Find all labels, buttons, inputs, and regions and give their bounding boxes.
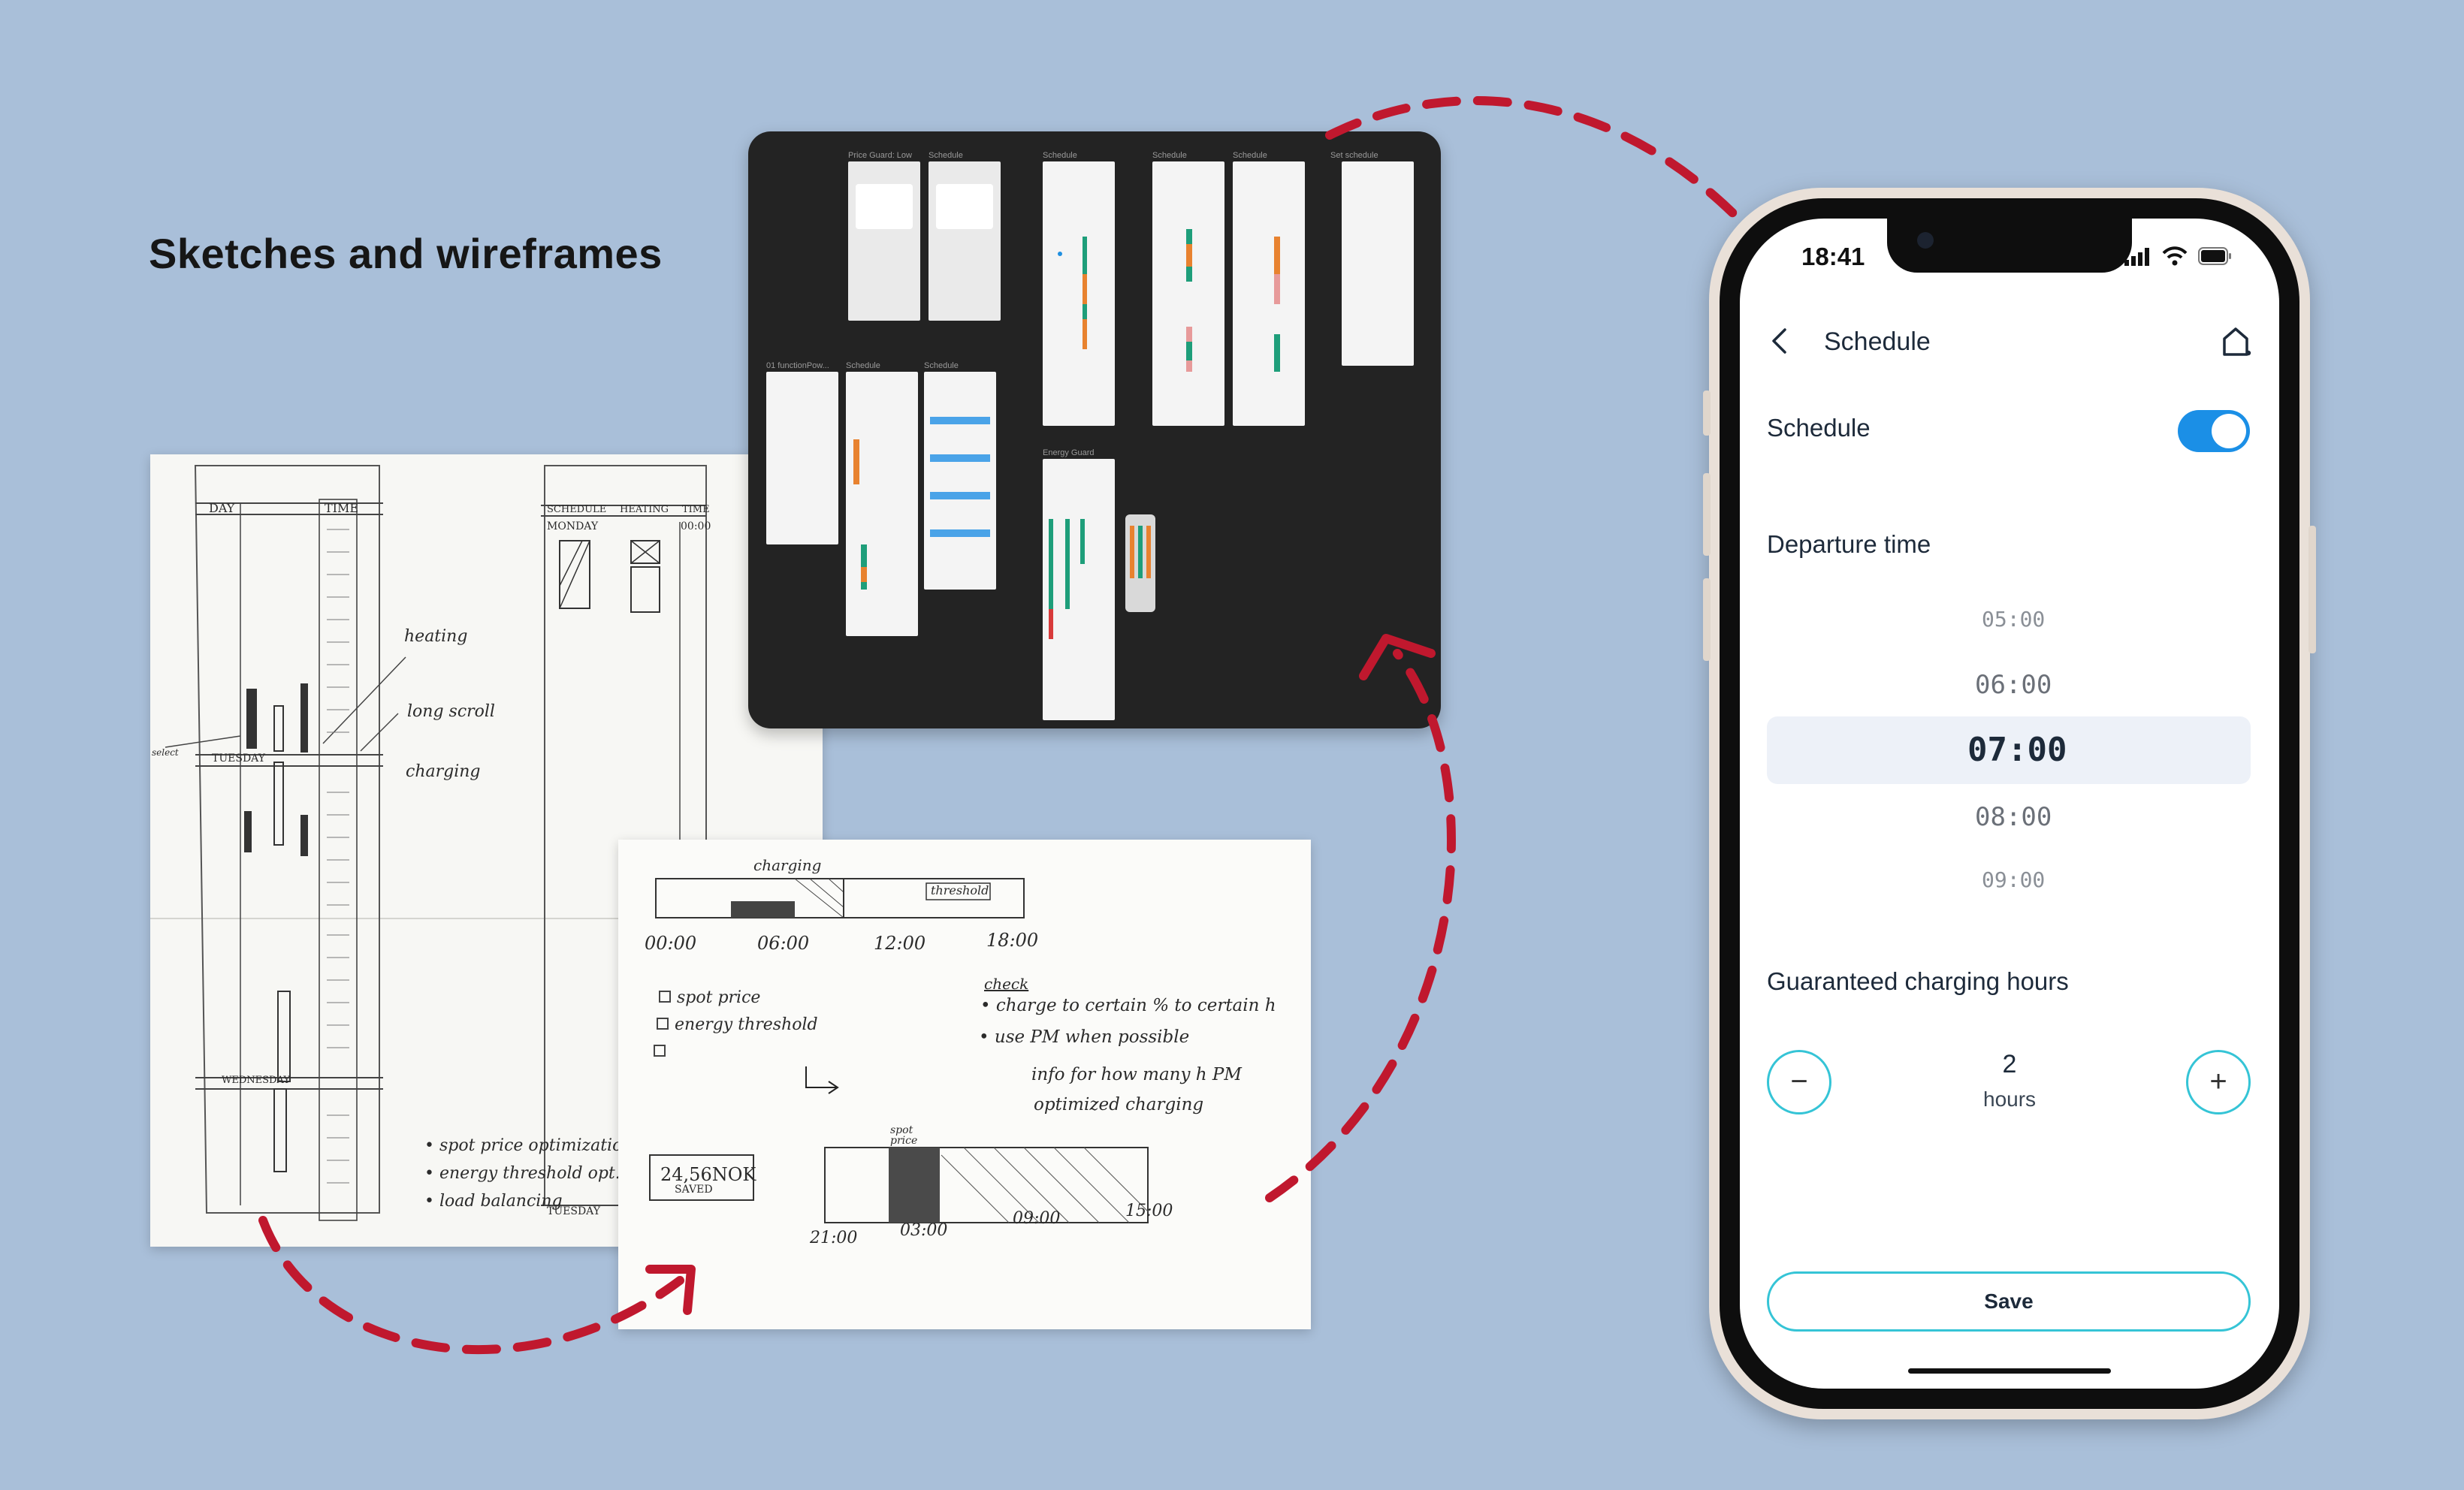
- sketch-saved-value: 24,56NOK: [660, 1164, 756, 1185]
- wireframe-price-guard: [848, 161, 920, 321]
- time-option-0600[interactable]: 06:00: [1975, 670, 2052, 700]
- hours-value: 2: [2002, 1050, 2017, 1078]
- wireframe-label: Energy Guard: [1043, 448, 1095, 457]
- sketch-note-left: select: [152, 747, 179, 758]
- sketch-check-line-4: optimized charging: [1034, 1095, 1204, 1114]
- phone-side-button: [1703, 391, 1711, 436]
- wireframe-schedule-6: [924, 372, 996, 590]
- wireframe-board: Price Guard: Low Schedule Schedule Sched…: [748, 131, 1441, 728]
- sketch-check-line-2: • use PM when possible: [979, 1027, 1190, 1047]
- sketch-top-charging: charging: [753, 856, 822, 874]
- sketch-right-col-time: TIME: [682, 504, 710, 515]
- save-button[interactable]: Save: [1767, 1271, 2251, 1332]
- time-selected-highlight: [1767, 716, 2251, 784]
- sketch-check-title: check: [984, 975, 1029, 993]
- wireframe-set-schedule: [1342, 161, 1414, 366]
- sketch-note-long-scroll: long scroll: [407, 702, 495, 721]
- page-title: Sketches and wireframes: [149, 230, 663, 277]
- phone-notch: [1887, 219, 2132, 273]
- sketch-col-day: DAY: [209, 501, 235, 515]
- sketch-col-time: TIME: [325, 501, 359, 515]
- sketch-note-heating: heating: [404, 627, 468, 646]
- wireframe-label: Schedule: [846, 361, 880, 370]
- wireframe-schedule-4: [1233, 161, 1305, 426]
- header-title: Schedule: [1824, 327, 1931, 356]
- schedule-toggle[interactable]: [2178, 410, 2250, 452]
- arrow-sketch-to-board: [1265, 649, 1456, 1202]
- sketch-charging-lines: [649, 878, 1149, 1223]
- wireframe-component: [1125, 514, 1155, 612]
- wireframe-function-power: [766, 372, 838, 544]
- wireframe-energy-guard: [1043, 459, 1115, 720]
- sketch-tick-top-0: 00:00: [645, 933, 697, 954]
- arrowhead-paper2: [645, 1265, 696, 1315]
- sketch-lines: [150, 465, 823, 1221]
- wireframe-schedule-2: [1043, 161, 1115, 426]
- home-indicator: [1908, 1368, 2111, 1374]
- home-icon[interactable]: [2221, 326, 2254, 357]
- phone-side-button: [1703, 578, 1711, 661]
- time-option-0900[interactable]: 09:00: [1982, 867, 2046, 892]
- sketch-paper-charging: charging threshold 00:00 06:00 12:00 18:…: [618, 840, 1311, 1329]
- sketch-checkbox-spot-price: spot price: [677, 988, 761, 1007]
- arrow-paper1-to-paper2: [258, 1216, 684, 1355]
- schedule-label: Schedule: [1767, 414, 1871, 442]
- sketch-tick-bottom-3: 15:00: [1125, 1202, 1173, 1220]
- sketch-check-line-3: info for how many h PM: [1031, 1065, 1242, 1084]
- sketch-right-col-schedule: SCHEDULE: [547, 504, 607, 515]
- hours-unit: hours: [1983, 1087, 2037, 1111]
- sketch-day-wednesday: WEDNESDAY: [222, 1075, 290, 1086]
- wifi-icon: [2162, 246, 2188, 266]
- sketch-bullet-2: • energy threshold opt.: [424, 1164, 621, 1183]
- sketch-tick-top-3: 18:00: [986, 930, 1039, 951]
- wireframe-label: Schedule: [1152, 151, 1187, 160]
- wireframe-label: 01 functionPow...: [766, 361, 829, 370]
- departure-label: Departure time: [1767, 530, 1931, 558]
- sketch-tick-bottom-2: 09:00: [1013, 1209, 1061, 1228]
- sketch-threshold: threshold: [931, 883, 989, 897]
- decrease-hours-button[interactable]: −: [1767, 1050, 1831, 1114]
- back-icon[interactable]: [1770, 327, 1788, 354]
- wireframe-label: Schedule: [1233, 151, 1267, 160]
- sketch-tick-top-1: 06:00: [757, 933, 810, 954]
- status-time: 18:41: [1801, 243, 1865, 270]
- sketch-right-col-heating: HEATING: [620, 504, 669, 515]
- time-option-0800[interactable]: 08:00: [1975, 802, 2052, 832]
- wireframe-label: Price Guard: Low: [848, 151, 912, 160]
- sketch-note-charging: charging: [406, 762, 481, 781]
- phone-side-button: [2308, 526, 2316, 653]
- sketch-check-line-1: • charge to certain % to certain h: [980, 996, 1276, 1015]
- wireframe-label: Set schedule: [1330, 151, 1378, 160]
- sketch-right-day-tuesday: TUESDAY: [547, 1205, 600, 1217]
- wireframe-schedule-1: [929, 161, 1001, 321]
- wireframe-schedule-5: [846, 372, 918, 636]
- sketch-bullet-1: • spot price optimization: [424, 1136, 633, 1155]
- time-option-0500[interactable]: 05:00: [1982, 607, 2046, 632]
- sketch-bullet-3: • load balancing: [424, 1192, 563, 1211]
- wireframe-label: Schedule: [1043, 151, 1077, 160]
- arrowhead-board: [1359, 634, 1436, 680]
- sketch-right-day-monday: MONDAY: [547, 520, 599, 532]
- increase-hours-button[interactable]: +: [2186, 1050, 2251, 1114]
- sketch-spot-price: spot price: [890, 1124, 918, 1147]
- battery-icon: [2198, 247, 2231, 265]
- phone-side-button: [1703, 473, 1711, 556]
- sketch-tick-top-2: 12:00: [874, 933, 926, 954]
- charging-hours-label: Guaranteed charging hours: [1767, 967, 2069, 995]
- signal-icon: [2124, 248, 2149, 266]
- sketch-tick-bottom-0: 21:00: [810, 1229, 858, 1247]
- sketch-saved-label: SAVED: [675, 1184, 713, 1196]
- arrow-board-to-phone: [1325, 96, 1800, 290]
- sketch-right-time-first: 00:00: [681, 520, 711, 532]
- wireframe-label: Schedule: [924, 361, 959, 370]
- sketch-day-tuesday: TUESDAY: [212, 753, 265, 765]
- wireframe-label: Schedule: [929, 151, 963, 160]
- sketch-checkbox-energy-threshold: energy threshold: [675, 1015, 818, 1034]
- sketch-tick-bottom-1: 03:00: [900, 1221, 948, 1240]
- time-option-selected[interactable]: 07:00: [1967, 731, 2067, 769]
- wireframe-schedule-3: [1152, 161, 1224, 426]
